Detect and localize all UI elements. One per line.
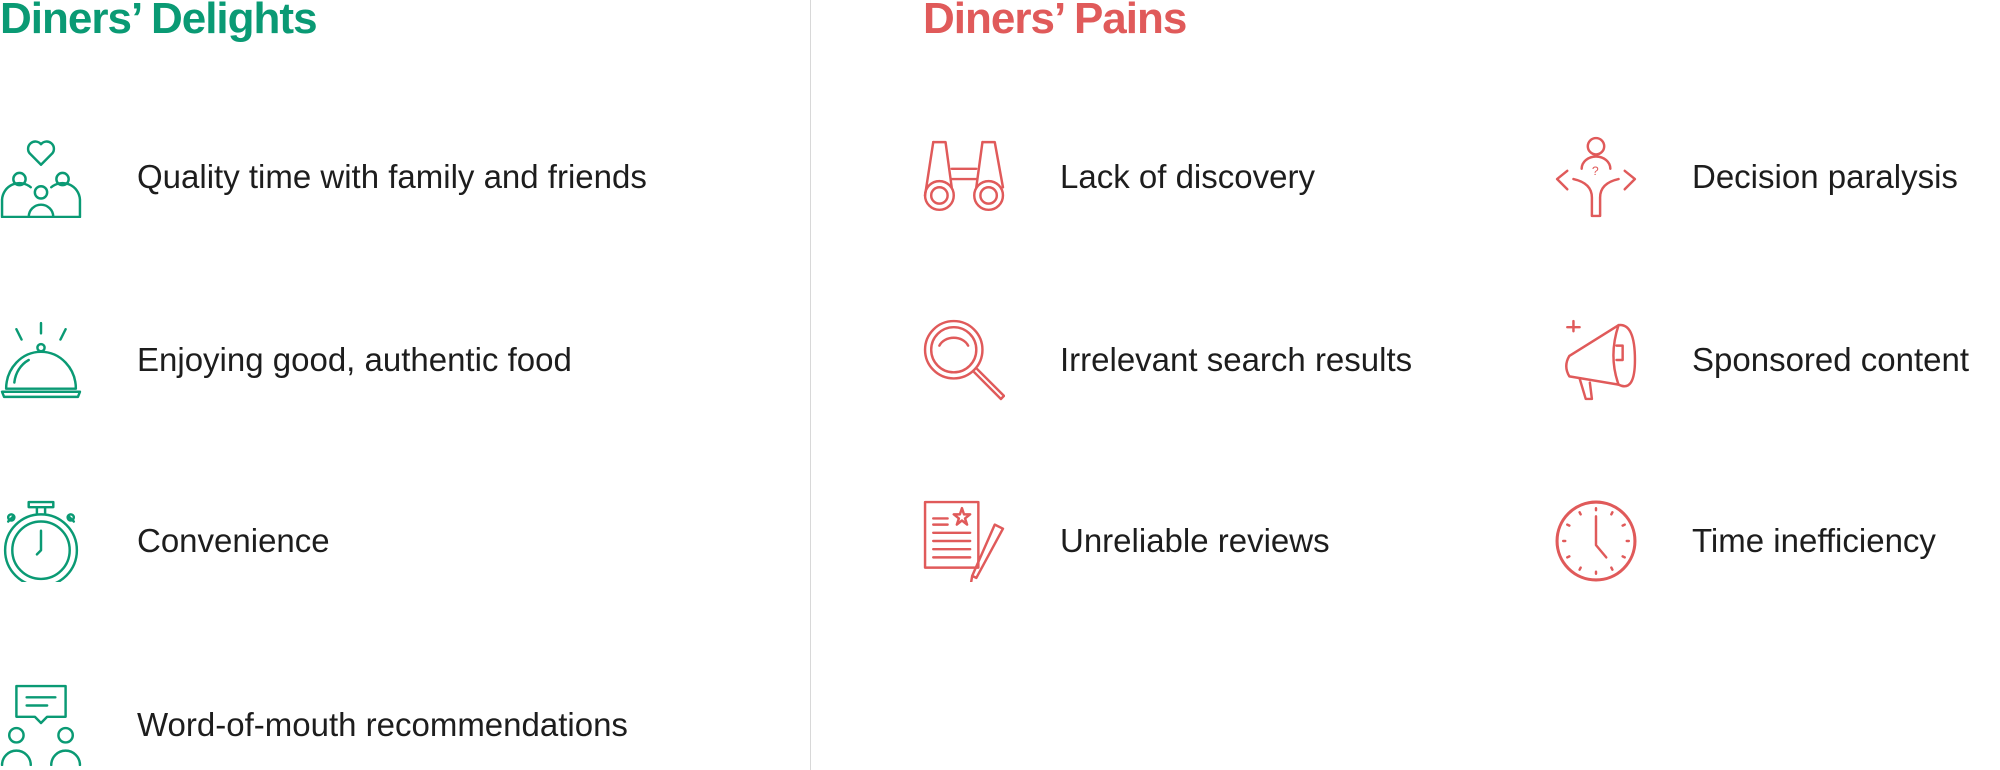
binoculars-icon: [923, 140, 1005, 212]
people-chat-icon: [0, 684, 82, 766]
delight-label: Enjoying good, authentic food: [137, 341, 572, 378]
pain-item: Lack of discovery: [923, 132, 1315, 222]
delight-label: Quality time with family and friends: [137, 158, 647, 195]
pain-label: Lack of discovery: [1060, 158, 1315, 195]
megaphone-icon: [1565, 319, 1637, 401]
food-cloche-icon: [0, 321, 82, 399]
delight-item: Quality time with family and friends: [0, 132, 647, 222]
clock-icon: [1555, 500, 1637, 582]
family-heart-icon: [0, 140, 82, 218]
stopwatch-icon: [3, 500, 79, 582]
magnifier-icon: [923, 319, 1005, 401]
pain-item: Unreliable reviews: [923, 496, 1330, 586]
delight-item: Convenience: [0, 496, 330, 586]
pain-label: Unreliable reviews: [1060, 522, 1330, 559]
pain-item: Irrelevant search results: [923, 315, 1412, 405]
delight-item: Word-of-mouth recommendations: [0, 680, 628, 770]
decision-arrows-icon: ?: [1555, 136, 1637, 218]
pain-label: Decision paralysis: [1692, 158, 1958, 195]
pain-item: Time inefficiency: [1555, 496, 1936, 586]
column-divider: [810, 0, 811, 770]
pains-title: Diners’ Pains: [923, 0, 1187, 43]
delight-label: Word-of-mouth recommendations: [137, 706, 628, 743]
pain-label: Irrelevant search results: [1060, 341, 1413, 378]
pain-label: Sponsored content: [1692, 341, 1970, 378]
delight-item: Enjoying good, authentic food: [0, 315, 572, 405]
pain-item: Sponsored content: [1555, 315, 1969, 405]
pain-label: Time inefficiency: [1692, 522, 1936, 559]
delights-title: Diners’ Delights: [0, 0, 318, 43]
pain-item: ? Decision paralysis: [1555, 132, 1958, 222]
svg-text:?: ?: [1592, 164, 1599, 178]
delight-label: Convenience: [137, 522, 330, 559]
review-pencil-icon: [923, 500, 1005, 582]
